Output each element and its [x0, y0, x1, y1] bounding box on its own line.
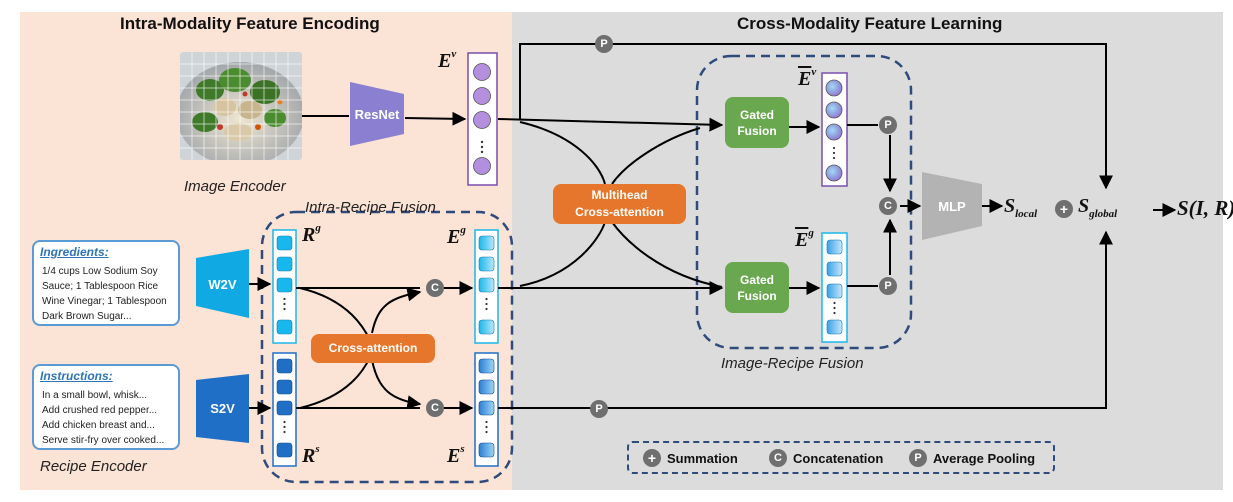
rs-sup: s: [315, 443, 320, 456]
rs-base: R: [302, 445, 316, 467]
legend-average-pooling-label: Average Pooling: [933, 450, 1036, 466]
ingredients-line: Wine Vinegar; 1 Tablespoon: [42, 296, 167, 307]
es-label: Es: [447, 443, 465, 468]
gated-fusion-top-line2: Fusion: [737, 123, 777, 138]
multihead-line1: Multihead: [591, 188, 648, 202]
mlp-label: MLP: [938, 198, 966, 214]
instructions-line: Add crushed red pepper...: [42, 405, 158, 416]
w2v-label: W2V: [208, 276, 237, 292]
instructions-title: Instructions:: [40, 369, 113, 383]
s-global-base: S: [1078, 195, 1090, 217]
s2v-block: [196, 374, 249, 443]
ingredients-box: Ingredients: 1/4 cups Low Sodium Soy Sau…: [32, 240, 180, 326]
legend-concatenation-label: Concatenation: [793, 450, 884, 466]
s-global-sub: global: [1089, 208, 1118, 220]
multihead-cross-attention-block: Multihead Cross-attention: [553, 184, 686, 224]
s-local-base: S: [1004, 195, 1016, 217]
gated-fusion-bottom-line2: Fusion: [737, 288, 777, 303]
gated-fusion-bottom-line1: Gated: [739, 272, 774, 287]
cross-attention-block: Cross-attention: [311, 334, 435, 363]
concat-circle-fusion: C: [879, 197, 897, 215]
eg-hat-label: Eg: [795, 227, 814, 252]
gated-fusion-top: Gated Fusion: [725, 97, 789, 148]
legend-average-pooling: P Average Pooling: [909, 449, 1035, 467]
rg-base: R: [302, 224, 316, 246]
pooling-circle-ev: P: [879, 116, 897, 134]
mlp-block: [922, 172, 982, 240]
legend-concat-icon: C: [769, 449, 787, 467]
legend-summation-label: Summation: [667, 450, 738, 466]
ingredients-line: 1/4 cups Low Sodium Soy: [42, 266, 158, 277]
gated-fusion-bottom: Gated Fusion: [725, 262, 789, 313]
embedding-rg: [272, 229, 297, 344]
recipe-encoder-label: Recipe Encoder: [40, 458, 147, 475]
image-recipe-fusion-label: Image-Recipe Fusion: [721, 355, 864, 372]
concat-circle-s: C: [426, 399, 444, 417]
food-image-drawing: [180, 52, 302, 160]
pooling-circle-top: P: [595, 35, 613, 53]
ev-hat-sup: v: [811, 66, 817, 79]
connectors: [249, 43, 1177, 415]
s-local-sub: local: [1015, 208, 1038, 220]
ev-hat-base: E: [798, 68, 812, 90]
rs-label: Rs: [302, 443, 320, 468]
eg-base: E: [447, 226, 461, 248]
concat-circle-g: C: [426, 279, 444, 297]
ingredients-title: Ingredients:: [40, 245, 109, 259]
sum-circle: +: [1055, 200, 1073, 218]
pooling-circle-eg: P: [879, 277, 897, 295]
multihead-line2: Cross-attention: [575, 205, 664, 219]
legend-pooling-icon: P: [909, 449, 927, 467]
resnet-block: [350, 82, 404, 146]
image-recipe-fusion-region: [695, 54, 913, 350]
embedding-eg-hat: [821, 232, 848, 343]
s-local-label: Slocal: [1004, 195, 1037, 220]
eg-hat-base: E: [795, 229, 809, 251]
ev-hat-label: Ev: [798, 66, 817, 91]
legend-sum-icon: +: [643, 449, 661, 467]
pooling-circle-bottom: P: [590, 400, 608, 418]
legend-summation: + Summation: [643, 449, 738, 467]
embedding-es: [474, 352, 499, 467]
intra-modality-title: Intra-Modality Feature Encoding: [120, 14, 380, 33]
embedding-eg: [474, 229, 499, 344]
legend: + Summation C Concatenation P Average Po…: [627, 441, 1055, 474]
instructions-line: Add chicken breast and...: [42, 420, 155, 431]
ingredients-line: Dark Brown Sugar...: [42, 311, 132, 322]
legend-concatenation: C Concatenation: [769, 449, 883, 467]
eg-label: Eg: [447, 224, 466, 249]
rg-label: Rg: [302, 222, 321, 247]
w2v-block: [196, 249, 249, 318]
eg-sup: g: [460, 224, 466, 237]
es-sup: s: [460, 443, 465, 456]
rg-sup: g: [315, 222, 321, 235]
s2v-label: S2V: [210, 400, 235, 416]
es-base: E: [447, 445, 461, 467]
instructions-line: In a small bowl, whisk...: [42, 390, 148, 401]
embedding-rs: [272, 352, 297, 467]
gated-fusion-top-line1: Gated: [739, 107, 774, 122]
intra-recipe-fusion-label: Intra-Recipe Fusion: [305, 199, 436, 216]
resnet-label: ResNet: [354, 106, 400, 122]
image-encoder-label: Image Encoder: [184, 178, 286, 195]
eg-hat-sup: g: [808, 227, 814, 240]
cross-modality-title: Cross-Modality Feature Learning: [737, 14, 1003, 33]
intra-recipe-fusion-region: [260, 210, 514, 484]
ingredients-line: Sauce; 1 Tablespoon Rice: [42, 281, 159, 292]
score-label: S(I, R): [1177, 196, 1233, 220]
s-global-label: Sglobal: [1078, 195, 1117, 220]
instructions-box: Instructions: In a small bowl, whisk... …: [32, 364, 180, 450]
food-image: [180, 52, 302, 160]
instructions-line: Serve stir-fry over cooked...: [42, 435, 165, 446]
ev-sup: v: [451, 48, 457, 61]
ev-base: E: [438, 50, 452, 72]
cross-modality-bg: [512, 12, 1223, 490]
cross-attention-label: Cross-attention: [328, 341, 418, 355]
ev-label: Ev: [438, 48, 457, 73]
embedding-ev-hat: [821, 72, 848, 187]
embedding-ev: [467, 52, 498, 186]
